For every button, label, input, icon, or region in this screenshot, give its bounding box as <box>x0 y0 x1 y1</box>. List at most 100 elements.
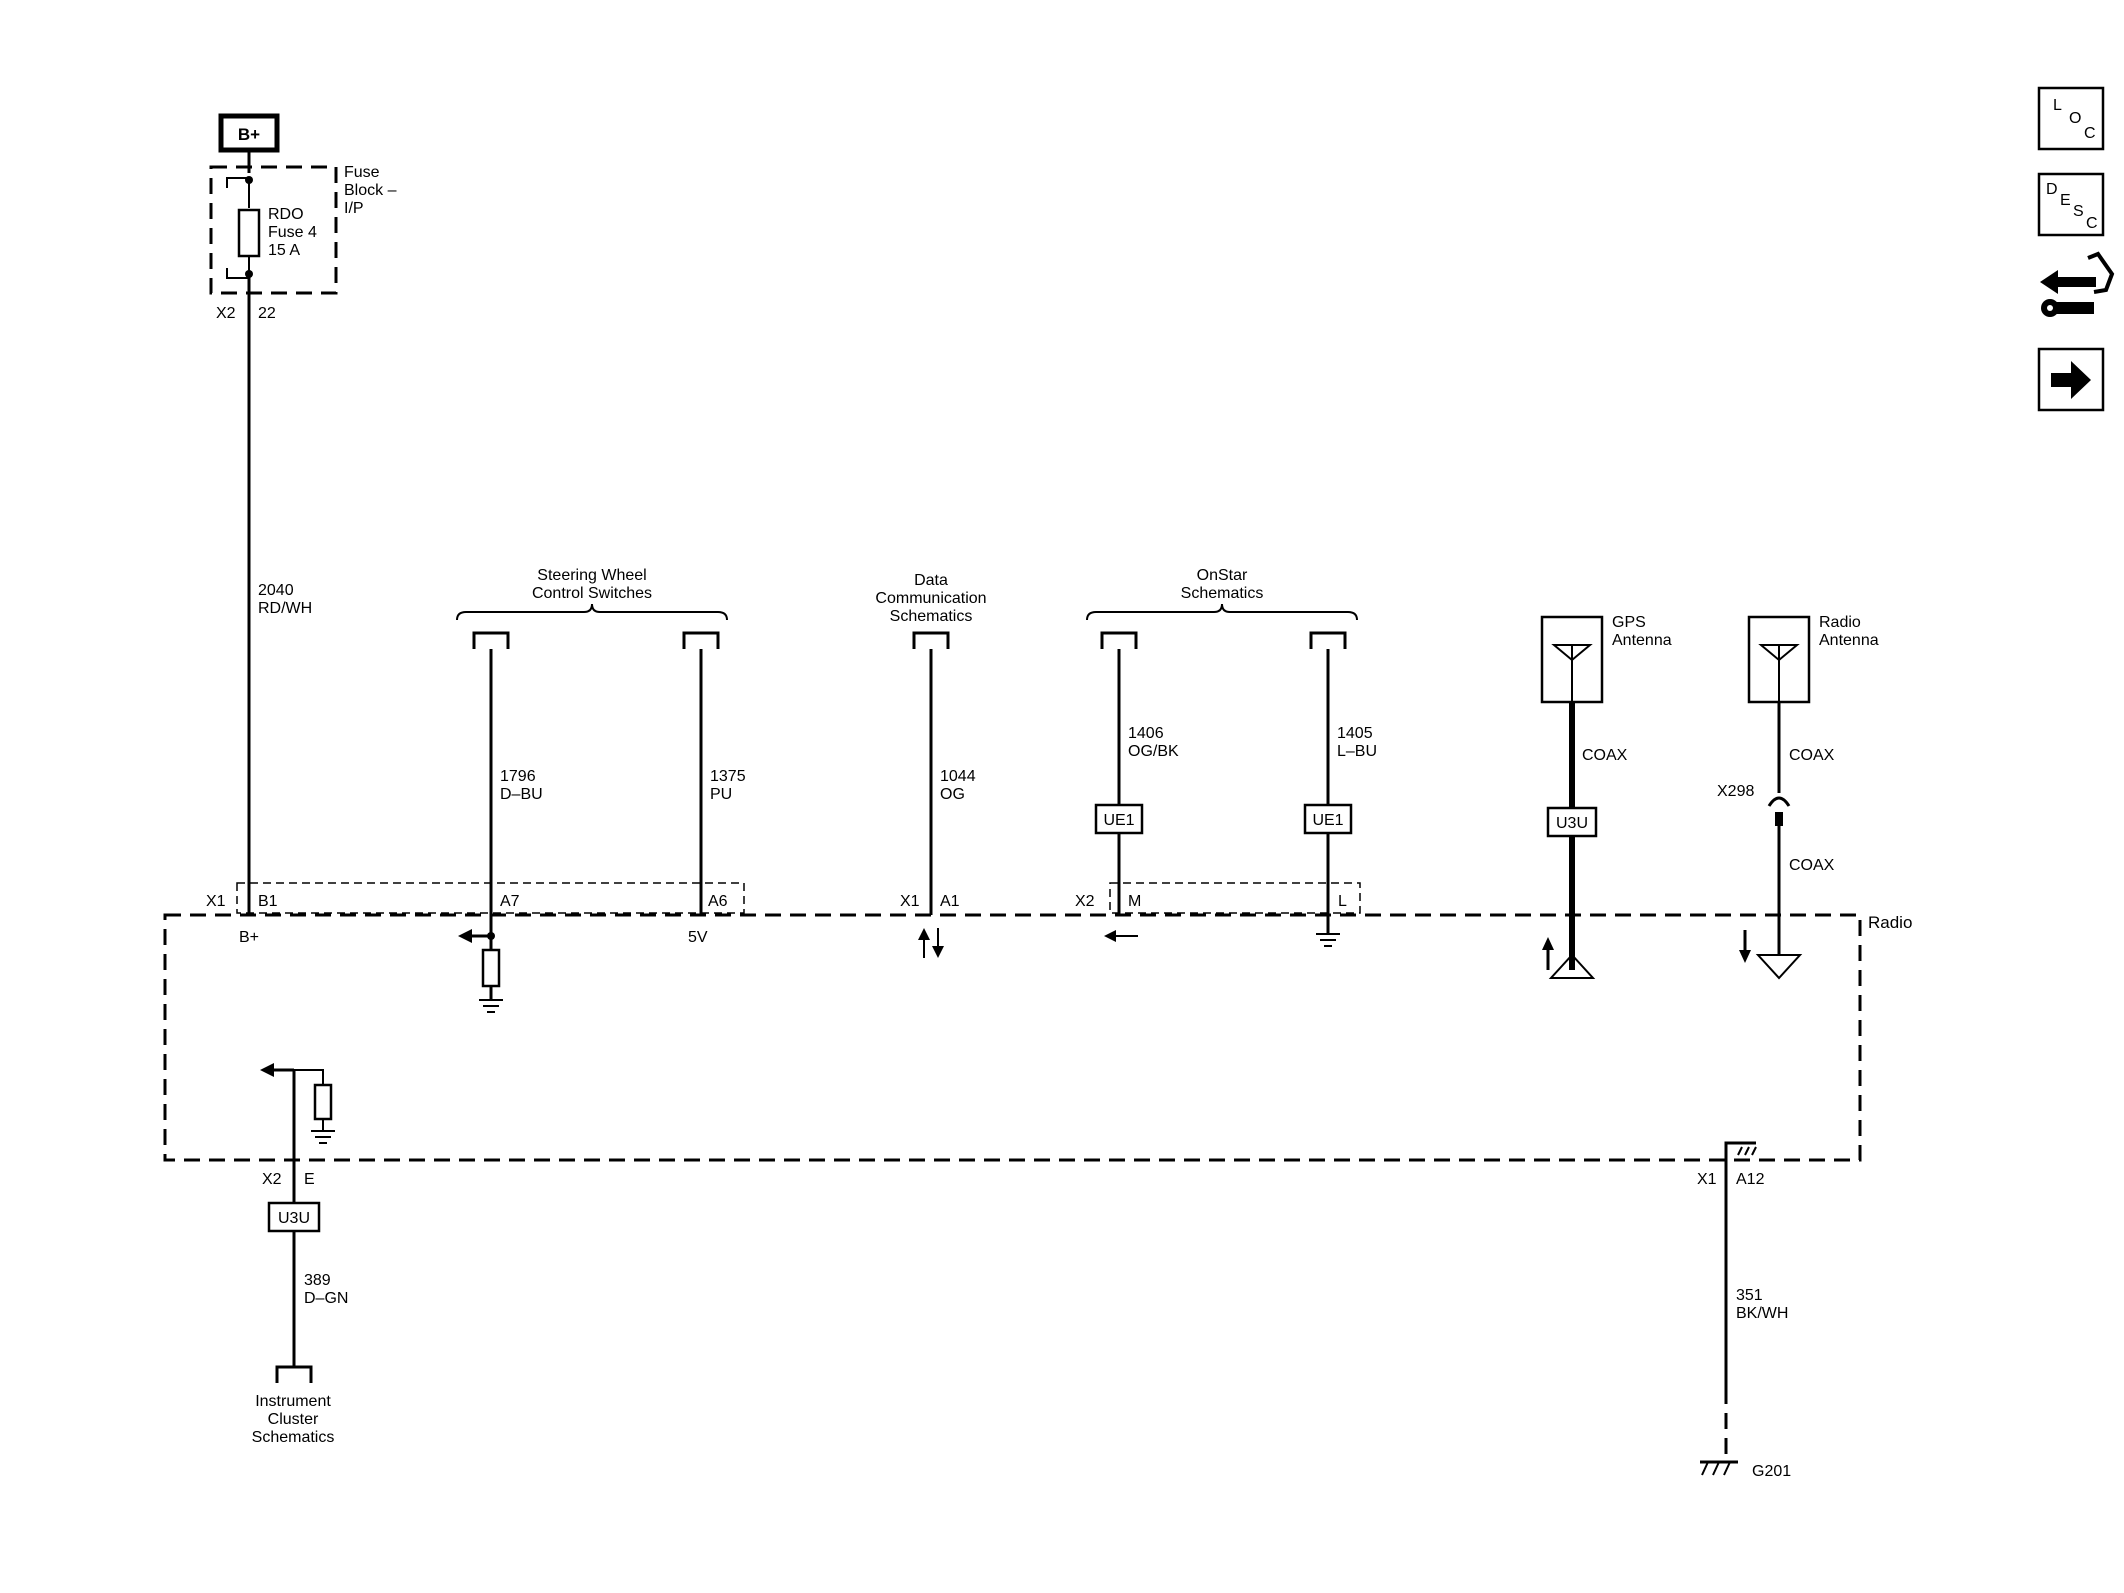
fuse-block-name-3: I/P <box>344 200 364 217</box>
swc-signal-arrow <box>458 929 472 943</box>
wire-swc-a6-color: PU <box>710 786 732 803</box>
power-supply: B+ <box>218 113 280 173</box>
loc-icon-letter-1: L <box>2053 97 2062 114</box>
pin-a12: A12 <box>1736 1171 1765 1188</box>
gps-signal-arrow <box>1542 937 1554 950</box>
radio-coax-lower-label: COAX <box>1789 857 1835 874</box>
onstar-reference-1: OnStar <box>1197 567 1248 584</box>
option-u3u-gps-label: U3U <box>1556 815 1588 832</box>
cluster-signal-arrow <box>260 1063 274 1077</box>
onstar-connector-m <box>1100 631 1138 649</box>
onstar: OnStar Schematics 1406 OG/BK UE1 X2 M 14… <box>1075 567 1377 947</box>
radio-coax-upper-label: COAX <box>1789 747 1835 764</box>
data-reference-1: Data <box>914 572 948 589</box>
fuse-block-boundary <box>209 165 338 295</box>
desc-button[interactable]: D E S C <box>2037 172 2105 237</box>
swc-reference-1: Steering Wheel <box>537 567 646 584</box>
ground-g201-label: G201 <box>1752 1463 1791 1480</box>
gps-antenna: GPS Antenna COAX U3U <box>1540 614 1672 979</box>
wire-onstar-l-color: L–BU <box>1337 743 1377 760</box>
radio-module: Radio <box>163 882 1912 1162</box>
swc-pullup-resistor <box>481 948 501 988</box>
wire-swc-a6-circuit: 1375 <box>710 768 746 785</box>
onstar-m-input-arrow <box>1104 930 1116 942</box>
radio-antenna-input <box>1755 954 1803 980</box>
swc-connector-a7 <box>472 631 510 649</box>
desc-icon-letter-4: C <box>2086 215 2098 232</box>
fuse-label-1: RDO <box>268 206 304 223</box>
cluster-reference-1: Instrument <box>255 1393 331 1410</box>
gps-antenna-name-1: GPS <box>1612 614 1646 631</box>
desc-icon-letter-1: D <box>2046 181 2058 198</box>
next-page-button[interactable] <box>2037 347 2105 412</box>
data-reference-2: Communication <box>875 590 986 607</box>
connector-x298-female <box>1767 796 1791 807</box>
onstar-bracket <box>1086 603 1358 621</box>
wire-ground-circuit: 351 <box>1736 1287 1763 1304</box>
fuse-block-name-2: Block – <box>344 182 397 199</box>
pin-e: E <box>304 1171 315 1188</box>
cluster-reference-3: Schematics <box>252 1429 335 1446</box>
radio-antenna: Radio Antenna COAX X298 COAX <box>1717 614 1879 980</box>
steering-wheel-controls: Steering Wheel Control Switches 1796 D–B… <box>456 567 746 1013</box>
instrument-cluster-output: X2 E U3U 389 D–GN Instrument Cluster Sch… <box>252 1063 348 1446</box>
wire-power-circuit: 2040 <box>258 582 294 599</box>
fuse-block-ip: Fuse Block – I/P RDO Fuse 4 15 A X2 22 <box>209 164 397 322</box>
option-ue1-m <box>1094 803 1144 835</box>
next-page-arrow-icon[interactable] <box>2051 361 2091 399</box>
wire-cluster-circuit: 389 <box>304 1272 331 1289</box>
fuse-label-3: 15 A <box>268 242 300 259</box>
option-u3u-cluster-label: U3U <box>278 1210 310 1227</box>
wire-cluster-color: D–GN <box>304 1290 348 1307</box>
wire-power: 2040 RD/WH X1 B1 B+ <box>206 275 312 946</box>
loc-button[interactable]: L O C <box>2037 86 2105 151</box>
onstar-connector-l <box>1309 631 1347 649</box>
wire-onstar-m-color: OG/BK <box>1128 743 1179 760</box>
wire-data-color: OG <box>940 786 965 803</box>
pin-b1-signal: B+ <box>239 929 259 946</box>
connector-end-view-icon[interactable] <box>2040 251 2115 317</box>
onstar-reference-2: Schematics <box>1181 585 1264 602</box>
data-communication: Data Communication Schematics 1044 OG X1… <box>875 572 987 958</box>
option-ue1-m-label: UE1 <box>1103 812 1134 829</box>
gps-coax-label: COAX <box>1582 747 1628 764</box>
wire-power-color: RD/WH <box>258 600 312 617</box>
option-u3u-cluster <box>267 1201 321 1233</box>
wire-ground-color: BK/WH <box>1736 1305 1788 1322</box>
option-ue1-l-label: UE1 <box>1312 812 1343 829</box>
pin-a6: A6 <box>708 893 728 910</box>
pin-b1: B1 <box>258 893 278 910</box>
gps-antenna-input <box>1548 953 1596 979</box>
connector-x2-shell <box>1109 882 1361 914</box>
pin-a1: A1 <box>940 893 960 910</box>
data-up-arrow <box>918 928 930 940</box>
pin-a6-signal: 5V <box>688 929 708 946</box>
pin-a7: A7 <box>500 893 520 910</box>
ground-circuit: X1 A12 351 BK/WH G201 <box>1697 1141 1791 1480</box>
fuse-rdo <box>237 208 261 258</box>
battery-positive-label: B+ <box>238 125 260 144</box>
desc-icon[interactable] <box>2037 172 2105 237</box>
connector-x298-male <box>1775 812 1783 826</box>
connector-x2-label: X2 <box>1075 893 1095 910</box>
data-connector <box>912 631 950 649</box>
connector-end-view-button[interactable] <box>2040 251 2115 317</box>
loc-icon-letter-3: C <box>2084 125 2096 142</box>
wire-swc-a7-circuit: 1796 <box>500 768 536 785</box>
option-ue1-l <box>1303 803 1353 835</box>
swc-bracket <box>456 603 728 621</box>
swc-connector-a6 <box>682 631 720 649</box>
radio-module-label: Radio <box>1868 913 1912 932</box>
connector-x1-label: X1 <box>206 893 226 910</box>
radio-antenna-name-1: Radio <box>1819 614 1861 631</box>
ground-connector-x1: X1 <box>1697 1171 1717 1188</box>
fuse-label-2: Fuse 4 <box>268 224 317 241</box>
radio-module-boundary <box>163 913 1862 1162</box>
wire-onstar-m-circuit: 1406 <box>1128 725 1164 742</box>
loc-icon[interactable] <box>2037 86 2105 151</box>
wire-data-circuit: 1044 <box>940 768 976 785</box>
loc-icon-letter-2: O <box>2069 110 2081 127</box>
cluster-connector <box>275 1365 313 1383</box>
fuse-block-name-1: Fuse <box>344 164 380 181</box>
